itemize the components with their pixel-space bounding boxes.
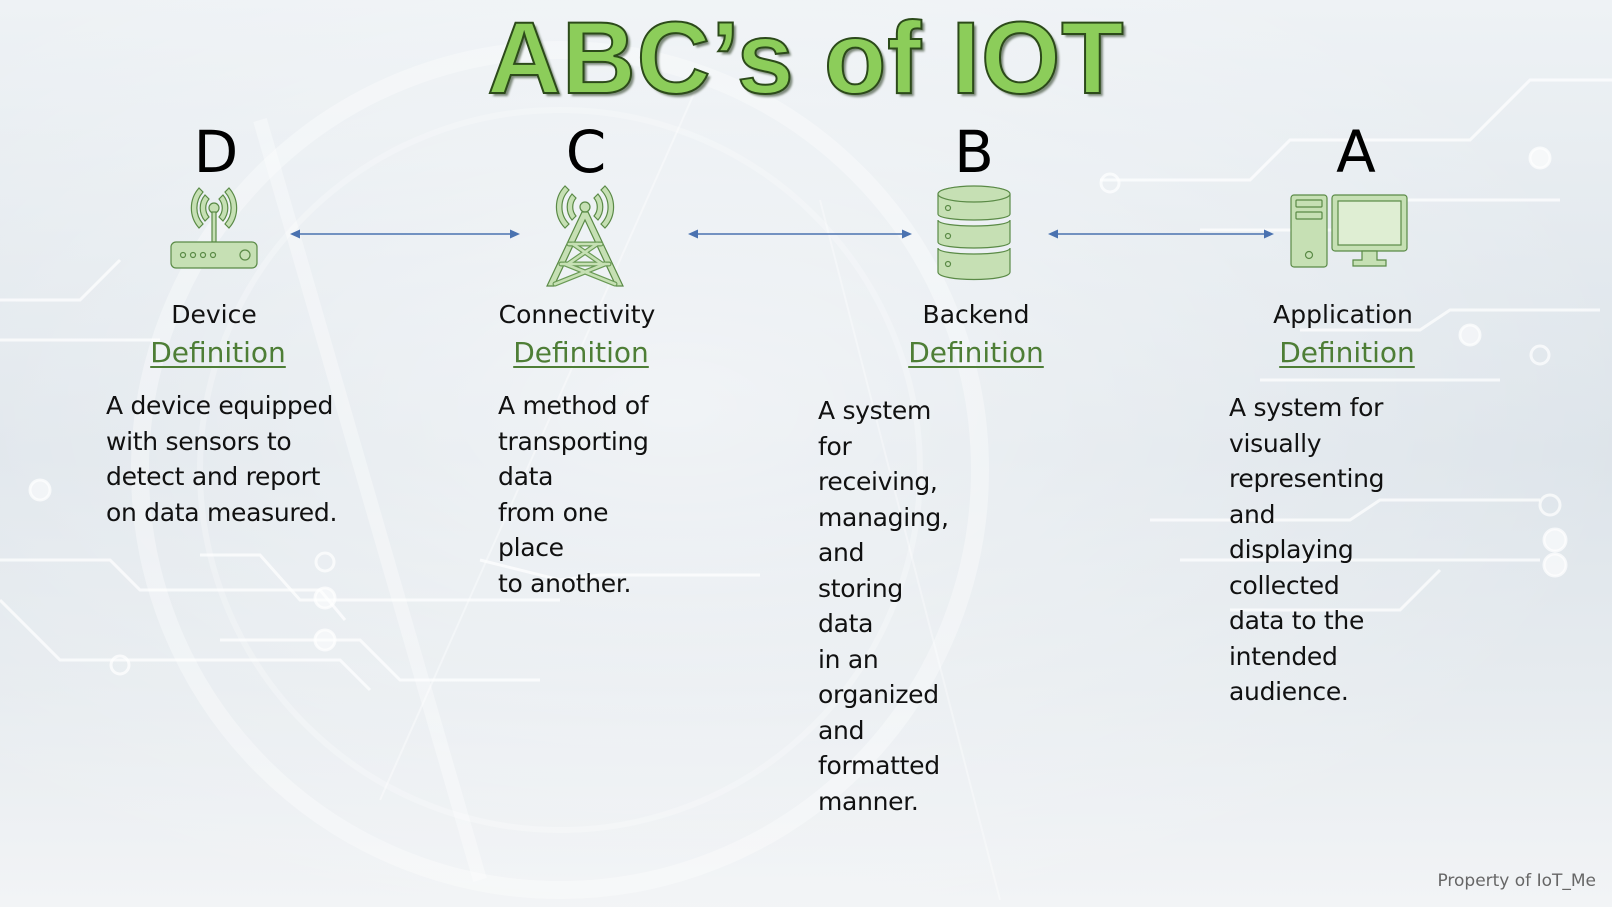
definition-link-device[interactable]: Definition	[150, 336, 286, 369]
column-label: Device	[171, 300, 257, 329]
desktop-computer-icon	[1290, 194, 1408, 273]
column-description: A device equipped with sensors to detect…	[106, 391, 338, 527]
column-description: A method of transporting data from one p…	[498, 391, 649, 598]
column-label: Backend	[922, 300, 1030, 329]
connector-arrow-c-b	[688, 229, 912, 239]
connector-arrow-d-c	[290, 229, 520, 239]
column-letter: D	[193, 118, 239, 186]
column-letter: C	[565, 118, 607, 186]
cell-tower-icon	[545, 182, 625, 293]
column-label: Connectivity	[498, 300, 656, 329]
database-icon	[936, 184, 1012, 287]
wifi-router-icon	[169, 180, 259, 275]
definition-link-application[interactable]: Definition	[1279, 336, 1415, 369]
connector-arrow-b-a	[1048, 229, 1274, 239]
definition-link-connectivity[interactable]: Definition	[513, 336, 649, 369]
column-letter: B	[954, 118, 994, 186]
column-label: Application	[1273, 300, 1413, 329]
column-description: A system for visually representing and d…	[1229, 393, 1385, 706]
slide-footer: Property of IoT_Me	[1437, 871, 1596, 891]
column-description: A system for receiving, managing, and st…	[818, 396, 949, 816]
slide-title: ABC’s of IOT	[486, 1, 1125, 115]
definition-link-backend[interactable]: Definition	[908, 336, 1044, 369]
column-letter: A	[1336, 118, 1376, 186]
